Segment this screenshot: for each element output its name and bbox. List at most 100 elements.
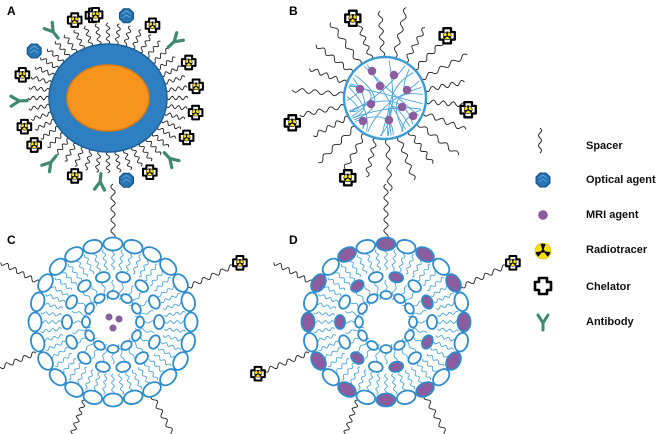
chelator-icon [459, 100, 477, 119]
lipid-head [303, 331, 319, 353]
lipid-tail [405, 254, 415, 275]
lipid-head [172, 273, 189, 293]
chelator-icon [339, 169, 357, 187]
lipid-tail [327, 277, 346, 291]
panel-a-spacer-chains [27, 22, 189, 174]
chelator-icon [438, 27, 456, 45]
legend-label-radiotracer: Radiotracer [586, 244, 648, 256]
spacer-chain [356, 21, 373, 60]
lipid-head [183, 311, 199, 333]
lipid-tail [54, 277, 73, 291]
lipid-head [388, 271, 405, 284]
spacer-chain [424, 79, 465, 93]
lipid-tail [365, 251, 374, 273]
lipid-tail [435, 335, 457, 342]
spacer-chain [150, 395, 173, 434]
lipid-tail [138, 366, 151, 386]
lipid-head [102, 236, 124, 252]
lipid-head [148, 294, 161, 310]
polymer-strand [395, 93, 423, 132]
optical-agent-icon [535, 172, 551, 188]
lipid-tail [366, 371, 373, 393]
legend-label-optical-agent: Optical agent [586, 174, 656, 186]
lipid-tail [164, 310, 186, 317]
panel-b-spacer-chains [292, 7, 468, 192]
spacer-chain [0, 262, 41, 284]
spacer-chain [313, 115, 349, 137]
antibody-icon [159, 147, 181, 170]
panel-d-spacer-chains [264, 183, 507, 434]
mri-agent-icon [397, 102, 407, 112]
lipid-tail [417, 263, 431, 282]
lipid-head [321, 368, 340, 387]
lipid-tail [422, 269, 438, 286]
lipid-tail [102, 373, 108, 395]
spacer-chain [384, 138, 393, 192]
spacer-chain [131, 146, 143, 167]
lipid-head [77, 279, 92, 293]
spacer-chain [377, 10, 386, 58]
lipid-tail [93, 371, 100, 393]
lipid-tail [160, 341, 181, 351]
spacer-chain [114, 23, 121, 45]
lipid-tail [111, 373, 115, 396]
spacer-chain [34, 119, 55, 131]
lipid-head [27, 311, 43, 333]
lipid-head [453, 291, 469, 313]
spacer-chain [164, 75, 186, 85]
lipid-tail [348, 258, 361, 278]
polymer-strand [352, 107, 422, 119]
lipid-tail [45, 293, 66, 303]
spacer-chain [408, 131, 434, 164]
lipid-head [148, 334, 161, 350]
spacer-chain [166, 95, 189, 101]
spacer-chain [145, 138, 162, 155]
lipid-tail [433, 292, 454, 304]
lipid-tail [356, 254, 368, 275]
panel-d-lipid-tails [312, 248, 460, 396]
lipid-head [84, 329, 95, 342]
lipid-tail [157, 347, 177, 359]
legend-label-mri-agent: MRI agent [586, 209, 639, 221]
antibody-icon [42, 20, 64, 43]
spacer-chain [30, 111, 52, 121]
lipid-head [142, 381, 162, 398]
spacer-chain [157, 56, 176, 70]
lipid-tail [312, 320, 335, 324]
lipid-head [367, 271, 384, 284]
lipid-head [30, 291, 46, 313]
lipid-head [408, 315, 418, 329]
spacer-chain [27, 95, 50, 101]
lipid-head [84, 302, 95, 315]
panel-label-b: B [289, 4, 298, 18]
lipid-head [180, 331, 196, 353]
lipid-head [82, 389, 104, 405]
lipid-head [37, 351, 54, 371]
lipid-tail [154, 276, 171, 292]
panel-label-d: D [289, 233, 298, 247]
lipid-tail [422, 358, 439, 374]
lipid-head [153, 314, 165, 330]
spacer-chain [40, 126, 59, 140]
spacer-chain [397, 136, 416, 181]
lipid-tail [164, 327, 186, 333]
lipid-head [357, 329, 368, 342]
spacer-chain [95, 151, 102, 173]
lipid-tail [126, 251, 133, 273]
chelator-icon [14, 66, 31, 83]
spacer-chain [161, 120, 182, 130]
lipid-tail [162, 301, 184, 310]
lipid-tail [160, 292, 181, 304]
lipid-tail [144, 263, 158, 282]
lipid-tail [68, 362, 82, 381]
lipid-tail [42, 302, 64, 309]
lipid-head [366, 340, 379, 351]
lipid-tail [149, 358, 166, 374]
lipid-tail [357, 369, 367, 390]
lipid-tail [433, 341, 454, 351]
lipid-head [355, 239, 377, 255]
chelator-icon [188, 78, 204, 95]
spacer-chain [416, 123, 460, 155]
lipid-head [180, 291, 196, 313]
